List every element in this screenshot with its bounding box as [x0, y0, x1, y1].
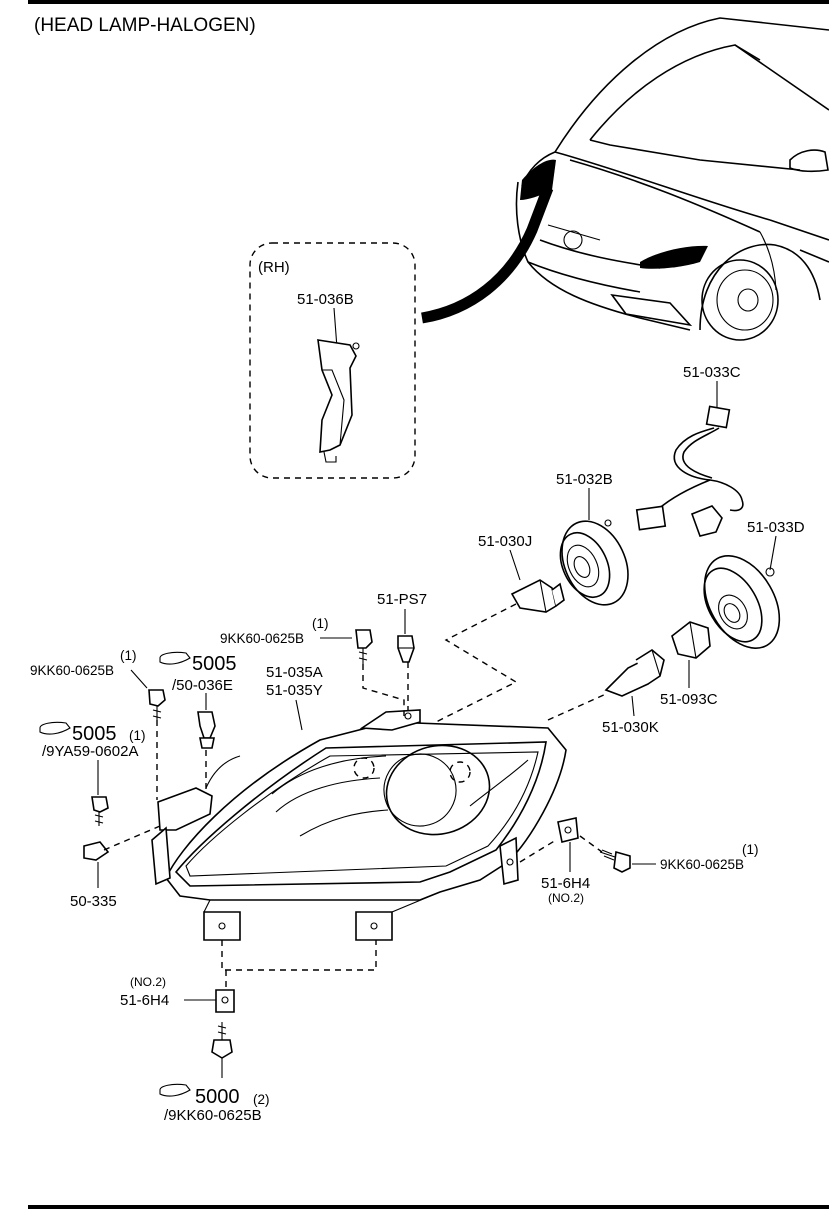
assembly-guide-lines	[103, 603, 607, 988]
part-51-032b-label: 51-032B	[556, 471, 613, 488]
bolt-right-qty: (1)	[742, 842, 759, 857]
ref-5005-b-code: /9YA59-0602A	[42, 743, 138, 760]
bolt-right: (1) 9KK60-0625B	[599, 842, 759, 873]
pin-51-ps7: 51-PS7	[377, 591, 427, 663]
bolt-top-left-qty: (1)	[120, 648, 137, 663]
part-51-093c-label: 51-093C	[660, 691, 718, 708]
bolt-right-label: 9KK60-0625B	[660, 857, 744, 872]
nut-51-6h4-bottom: (NO.2) 51-6H4	[120, 975, 235, 1013]
socket-51-093c: 51-093C	[660, 621, 718, 708]
part-51-035a-label: 51-035A	[266, 664, 323, 681]
ref-5005-b-qty: (1)	[129, 728, 146, 743]
headlamp-assembly: 51-035A 51-035Y	[151, 664, 567, 941]
ref-5005-b: 5005 (1) /9YA59-0602A	[39, 721, 146, 826]
hand-pointer-icon	[39, 721, 71, 735]
part-51-036b-label: 51-036B	[297, 291, 354, 308]
bulb-51-030k: 51-030K	[602, 649, 665, 736]
bolt-top-center-label: 9KK60-0625B	[220, 631, 304, 646]
ref-5005-a-num: 5005	[192, 653, 237, 675]
bolt-top-left: (1) 9KK60-0625B	[30, 648, 166, 720]
part-51-033d-label: 51-033D	[747, 519, 805, 536]
part-51-6h4-right-note: (NO.2)	[548, 891, 584, 905]
reflector-51-032b: 51-032B	[556, 471, 629, 606]
bolt-top-center: (1) 9KK60-0625B	[220, 616, 373, 664]
ref-5000-qty: (2)	[253, 1092, 270, 1107]
harness-group: 51-033C	[635, 364, 744, 537]
bottom-rule	[28, 1205, 829, 1209]
diagram-title: (HEAD LAMP-HALOGEN)	[34, 15, 256, 36]
part-51-6h4-bottom-label: 51-6H4	[120, 992, 169, 1009]
reflector-51-033d: 51-033D	[703, 519, 805, 649]
nut-51-6h4-right: 51-6H4 (NO.2)	[541, 817, 590, 905]
ref-5000: 5000 (2) /9KK60-0625B	[159, 1083, 270, 1124]
part-51-6h4-right-label: 51-6H4	[541, 875, 590, 892]
part-51-6h4-bottom-note: (NO.2)	[130, 975, 166, 989]
bolt-top-center-qty: (1)	[312, 616, 329, 631]
bulb-51-030j: 51-030J	[478, 533, 565, 613]
part-51-030k-label: 51-030K	[602, 719, 659, 736]
bolt-bottom	[211, 1022, 233, 1078]
ref-5005-a: 5005 /50-036E	[159, 651, 237, 749]
vehicle-illustration	[421, 17, 829, 341]
part-50-335-label: 50-335	[70, 893, 117, 910]
ref-5000-code: /9KK60-0625B	[164, 1107, 262, 1124]
ref-5000-num: 5000	[195, 1086, 240, 1108]
bolt-top-left-label: 9KK60-0625B	[30, 663, 114, 678]
top-rule	[28, 0, 829, 4]
bracket-50-335: 50-335	[70, 841, 117, 910]
rh-detail-box: (RH) 51-036B	[249, 242, 416, 479]
part-51-030j-label: 51-030J	[478, 533, 532, 550]
part-51-035y-label: 51-035Y	[266, 682, 323, 699]
hand-pointer-icon	[159, 651, 191, 665]
ref-5005-b-num: 5005	[72, 723, 117, 745]
hand-pointer-icon	[159, 1083, 191, 1097]
part-51-ps7-label: 51-PS7	[377, 591, 427, 608]
ref-5005-a-code: /50-036E	[172, 677, 233, 694]
part-51-033c-label: 51-033C	[683, 364, 741, 381]
rh-side-label: (RH)	[258, 259, 290, 276]
